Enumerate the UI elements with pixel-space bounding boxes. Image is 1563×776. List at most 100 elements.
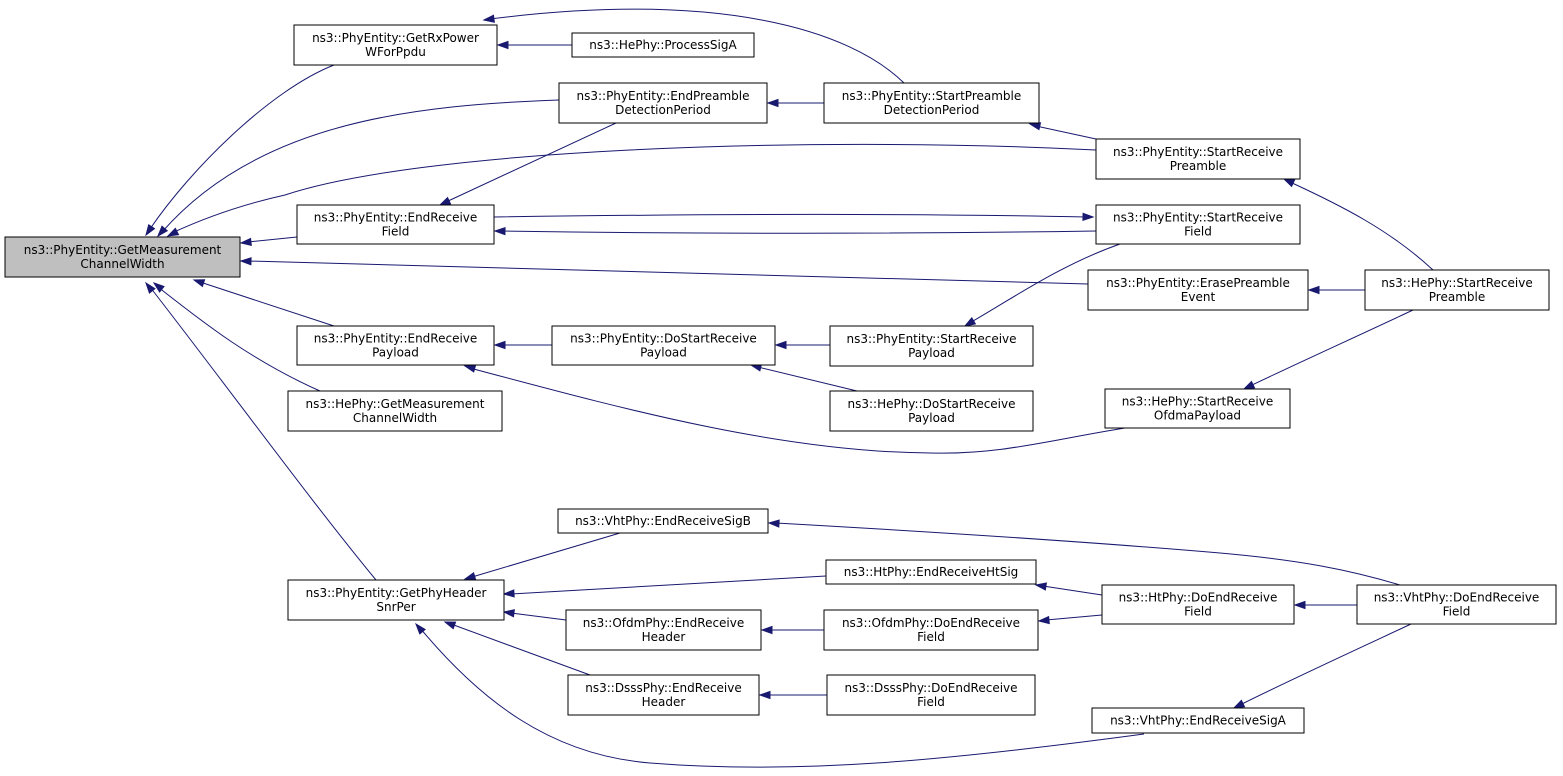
node-label-line: ns3::VhtPhy::DoEndReceive xyxy=(1374,591,1540,605)
edge-endrecvfield-root-arrowhead xyxy=(239,237,252,247)
edge-startpreambledet-getrxpower-arrowhead xyxy=(482,14,495,23)
node-label-line: ns3::OfdmPhy::EndReceive xyxy=(583,616,745,630)
node-label-line: ns3::PhyEntity::EndPreamble xyxy=(576,89,749,103)
node-label-line: Header xyxy=(642,630,686,644)
edge-endpreamble-root-arrowhead xyxy=(157,225,169,238)
edge-hedostartrecvpayload-dostartrecvpayload xyxy=(757,366,858,392)
edge-endrecvfield-startrecvfield xyxy=(493,213,1087,218)
node-label-line: ns3::PhyEntity::StartReceive xyxy=(1113,211,1283,225)
node-box xyxy=(558,82,768,124)
edge-vhtdoendfield-vhtendsiga-arrowhead xyxy=(1232,699,1246,709)
edge-hegetmeas-root-arrowhead xyxy=(152,282,165,293)
node-label-line: ns3::VhtPhy::EndReceiveSigA xyxy=(1110,714,1287,728)
node-label-line: ns3::VhtPhy::EndReceiveSigB xyxy=(575,514,751,528)
node-root[interactable]: ns3::PhyEntity::GetMeasurementChannelWid… xyxy=(4,236,241,278)
edge-endrecvfield-endpreamble xyxy=(445,122,617,203)
edge-erasepreamble-root xyxy=(247,260,1089,285)
node-box xyxy=(1101,584,1295,625)
node-vhtendsigb[interactable]: ns3::VhtPhy::EndReceiveSigB xyxy=(557,508,769,534)
node-label-line: Preamble xyxy=(1429,290,1485,304)
node-label-line: SnrPer xyxy=(376,600,415,614)
node-label-line: Payload xyxy=(908,411,955,425)
edge-startrecvpayload-startrecvfield-arrowhead xyxy=(963,317,977,327)
node-box xyxy=(571,32,755,58)
edge-ofdmendheader-getphyheader-arrowhead xyxy=(502,609,515,618)
node-processsiga[interactable]: ns3::HePhy::ProcessSigA xyxy=(571,32,755,58)
edge-ofdmdoendfield-ofdmendheader-arrowhead xyxy=(760,625,773,635)
node-label-line: ns3::HePhy::StartReceive xyxy=(1122,395,1273,409)
node-box xyxy=(829,325,1034,367)
edge-endrecvfield-endpreamble-arrowhead xyxy=(438,196,452,206)
edge-getrxpower-root-arrowhead xyxy=(145,223,156,237)
node-label-line: Field xyxy=(917,695,945,709)
node-box xyxy=(829,390,1034,432)
edge-htdoendfield-ofdmdoendfield-arrowhead xyxy=(1037,615,1050,625)
node-label-line: ns3::HePhy::StartReceive xyxy=(1381,276,1532,290)
node-label-line: ChannelWidth xyxy=(80,257,164,271)
node-box xyxy=(565,609,762,651)
node-box xyxy=(1087,269,1309,311)
node-startpreambledet[interactable]: ns3::PhyEntity::StartPreambleDetectionPe… xyxy=(823,82,1040,124)
node-box xyxy=(823,82,1040,124)
edge-endpreamble-root xyxy=(161,99,560,233)
node-box xyxy=(1364,269,1550,311)
node-label-line: Field xyxy=(1443,605,1471,619)
node-box xyxy=(296,325,495,366)
node-label-line: ns3::PhyEntity::ErasePreamble xyxy=(1106,276,1290,290)
node-box xyxy=(287,579,505,621)
edges-layer xyxy=(145,8,1434,768)
edge-hestartrecvpreamble-hestartofdma xyxy=(1249,309,1414,387)
edge-startrecvfield-endrecvfield xyxy=(501,230,1097,234)
node-box xyxy=(823,609,1039,651)
edge-hestartrecvpreamble-startrecvpreamble xyxy=(1289,181,1434,271)
edge-endrecvfield-startrecvfield-arrowhead xyxy=(1082,212,1095,221)
node-label-line: Event xyxy=(1181,290,1216,304)
node-label-line: ns3::OfdmPhy::DoEndReceive xyxy=(842,616,1020,630)
node-box xyxy=(1095,204,1301,245)
node-label-line: WForPpdu xyxy=(365,45,426,59)
node-endpreamble[interactable]: ns3::PhyEntity::EndPreambleDetectionPeri… xyxy=(558,82,768,124)
node-label-line: ns3::HtPhy::EndReceiveHtSig xyxy=(844,565,1019,579)
node-box xyxy=(825,559,1037,585)
edge-getphyheader-root-arrowhead xyxy=(145,281,156,294)
node-label-line: ns3::PhyEntity::EndReceive xyxy=(314,332,478,346)
edge-vhtendsigb-getphyheader xyxy=(471,532,621,578)
edge-htdoendfield-htendhtsig-arrowhead xyxy=(1034,582,1048,591)
edge-vhtendsiga-getphyheader-arrowhead xyxy=(415,622,426,635)
node-htendhtsig[interactable]: ns3::HtPhy::EndReceiveHtSig xyxy=(825,559,1037,585)
node-vhtendsiga[interactable]: ns3::VhtPhy::EndReceiveSigA xyxy=(1091,707,1305,734)
edge-htdoendfield-htendhtsig xyxy=(1042,585,1103,596)
edge-startrecvfield-endrecvfield-arrowhead xyxy=(493,226,506,236)
node-box xyxy=(1356,584,1557,625)
edge-dostartrecvpayload-endrecvpayload-arrowhead xyxy=(493,340,506,350)
node-label-line: OfdmaPayload xyxy=(1154,409,1241,423)
node-box xyxy=(567,674,760,716)
edge-endrecvpayload-root-arrowhead xyxy=(192,279,206,288)
node-label-line: ns3::PhyEntity::GetMeasurement xyxy=(24,243,222,257)
node-box xyxy=(296,204,495,245)
node-box xyxy=(557,508,769,534)
edge-startrecvpreamble-root-arrowhead xyxy=(166,227,180,237)
edge-ofdmendheader-getphyheader xyxy=(510,612,567,621)
edge-erasepreamble-root-arrowhead xyxy=(239,257,252,266)
